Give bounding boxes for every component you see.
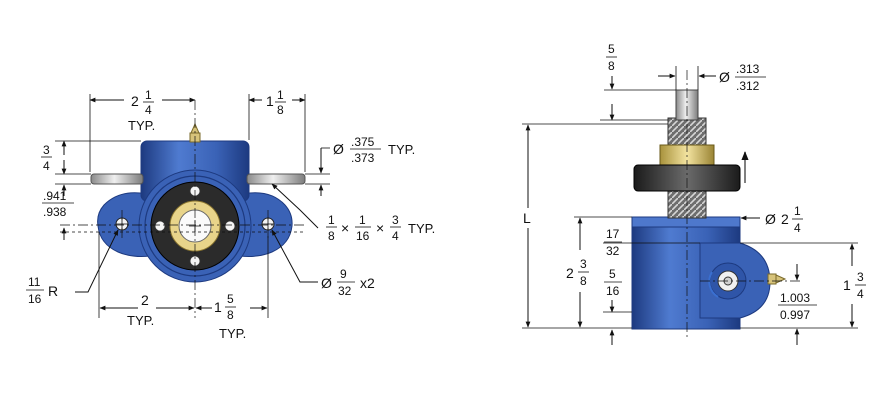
side-height-den: 4 xyxy=(857,287,864,301)
side-height-whole: 1 xyxy=(843,277,851,293)
top-shaft-num: 5 xyxy=(608,42,615,56)
ear-width-whole: 1 xyxy=(266,93,274,109)
side-view: 5 8 Ø .313 .312 L Ø 2 1 4 2 3 8 xyxy=(522,42,866,345)
hole-center-den: 8 xyxy=(227,308,234,322)
body-dia-whole: 2 xyxy=(781,211,789,227)
shaft-offset-den: .938 xyxy=(43,205,67,219)
width-half-den: 4 xyxy=(145,103,152,117)
hole-center-note: TYP. xyxy=(219,326,246,341)
key-b-num: 1 xyxy=(359,213,366,227)
right-shaft xyxy=(246,173,306,185)
hole-prefix: Ø xyxy=(321,275,332,291)
key-c-den: 4 xyxy=(392,229,399,243)
hole-spacing-note: TYP. xyxy=(127,313,154,328)
shaft-dia-den: .373 xyxy=(351,151,375,165)
body-dia-num: 1 xyxy=(794,204,801,218)
width-half-whole: 2 xyxy=(131,93,139,109)
shaft-center-den: 0.997 xyxy=(780,308,810,322)
hole-center-whole: 1 xyxy=(214,299,222,315)
hole-suffix: x2 xyxy=(360,275,375,291)
lower-offset-den: 16 xyxy=(606,284,620,298)
side-grease-fitting-icon xyxy=(767,273,787,285)
upper-offset-num: 17 xyxy=(606,227,620,241)
key-note: TYP. xyxy=(408,221,435,236)
hole-num: 9 xyxy=(340,267,347,281)
front-view: 2 1 4 TYP. 1 1 8 3 4 .941 .938 Ø xyxy=(26,88,435,341)
shaft-dia-note: TYP. xyxy=(388,142,415,157)
ear-width-den: 8 xyxy=(277,103,284,117)
radius-num: 11 xyxy=(28,275,41,289)
top-shaft-den: 8 xyxy=(608,59,615,73)
width-half-note: TYP. xyxy=(128,118,155,133)
length-label: L xyxy=(523,210,531,226)
key-a-num: 1 xyxy=(328,213,335,227)
key-sep-1: × xyxy=(341,220,349,236)
side-shaft-dia-num: .313 xyxy=(736,62,760,76)
shaft-offset-num: .941 xyxy=(43,189,67,203)
lower-offset-num: 5 xyxy=(609,267,616,281)
side-shaft-dia-prefix: Ø xyxy=(719,69,730,85)
body-height-whole: 2 xyxy=(566,265,574,281)
width-half-num: 1 xyxy=(145,88,152,102)
radius-suffix: R xyxy=(48,283,58,299)
left-shaft xyxy=(90,173,144,185)
body-dia-prefix: Ø xyxy=(765,211,776,227)
hole-spacing-whole: 2 xyxy=(141,292,149,308)
radius-den: 16 xyxy=(28,292,42,306)
body-height-num: 3 xyxy=(580,257,587,271)
shaft-dia-num: .375 xyxy=(351,135,375,149)
body-height-den: 8 xyxy=(580,274,587,288)
side-height-num: 3 xyxy=(857,270,864,284)
hole-den: 32 xyxy=(338,284,352,298)
top-height-den: 4 xyxy=(43,159,50,173)
hole-center-num: 5 xyxy=(227,292,234,306)
upper-offset-den: 32 xyxy=(606,244,620,258)
rotation-arrow-icon xyxy=(708,271,719,298)
side-shaft-dia-den: .312 xyxy=(736,79,760,93)
key-c-num: 3 xyxy=(392,213,399,227)
key-b-den: 16 xyxy=(356,229,370,243)
top-height-num: 3 xyxy=(43,143,50,157)
body-dia-den: 4 xyxy=(794,221,801,235)
ear-width-num: 1 xyxy=(277,88,284,102)
shaft-dia-prefix: Ø xyxy=(333,141,344,157)
shaft-center-num: 1.003 xyxy=(780,291,810,305)
key-a-den: 8 xyxy=(328,229,335,243)
key-sep-2: × xyxy=(376,220,384,236)
